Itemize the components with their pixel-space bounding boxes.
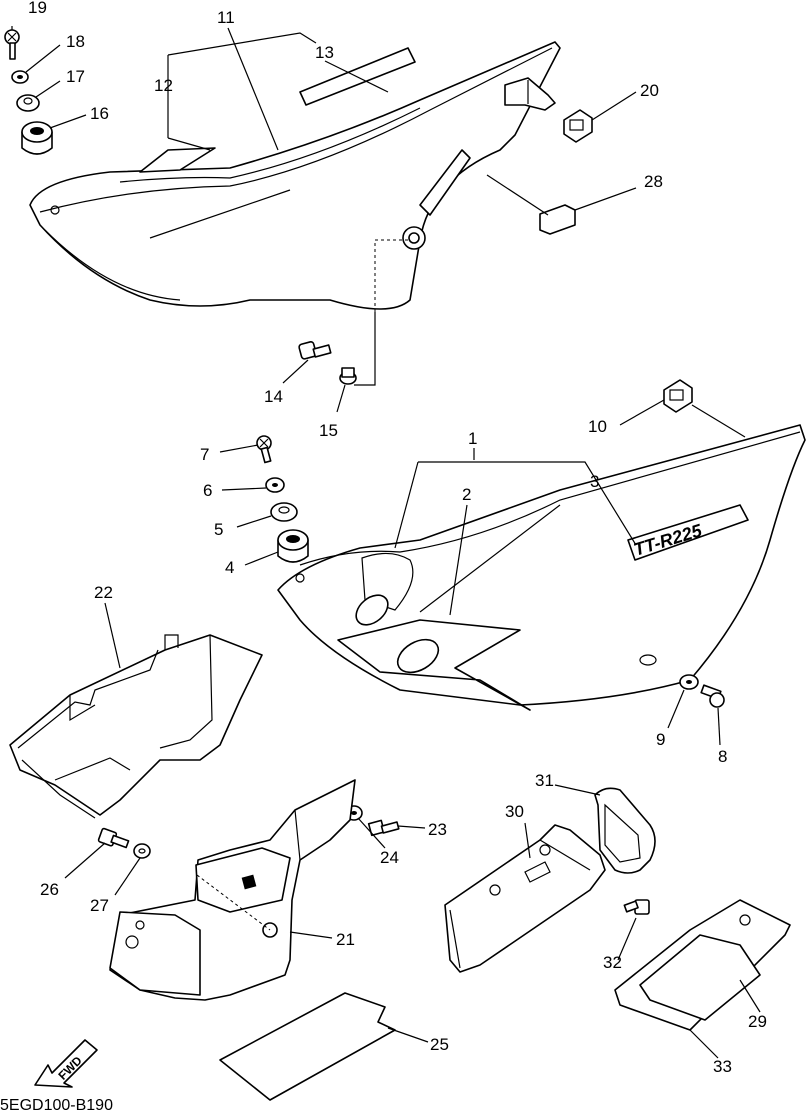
sheet-25 [219,992,396,1101]
callout-29: 29 [748,1012,767,1031]
callout-15: 15 [319,421,338,440]
callout-16: 16 [90,104,109,123]
nut-6-icon [265,477,285,493]
nut-18-icon [11,70,29,84]
collar-9-icon [679,674,699,690]
callout-23: 23 [428,820,447,839]
bolt-15-icon [339,367,357,385]
callout-14: 14 [264,387,283,406]
callout-2: 2 [462,485,471,504]
bolt-23-icon [367,819,400,837]
grommet-4-icon [277,529,309,563]
callout-20: 20 [640,81,659,100]
callout-22: 22 [94,583,113,602]
collar-17-icon [16,94,40,112]
callout-32: 32 [603,953,622,972]
screw-7-icon [256,435,272,464]
callout-27: 27 [90,896,109,915]
callout-28: 28 [644,172,663,191]
strap-31 [594,787,656,874]
callout-10: 10 [588,417,607,436]
upper-side-cover [29,41,561,310]
callout-30: 30 [505,802,524,821]
callout-21: 21 [336,930,355,949]
callout-1: 1 [468,429,477,448]
callout-6: 6 [203,481,212,500]
callout-31: 31 [535,771,554,790]
damper-20-icon [563,109,593,143]
bolt-14-icon [298,341,332,360]
washer-27-icon [133,843,151,859]
damper-10-icon [663,379,693,413]
hardware [4,29,725,915]
diagram-code: 5EGD100-B190 [0,1097,113,1112]
callout-24: 24 [380,848,399,867]
grommet-16-icon [21,121,53,155]
bracket-22 [9,634,263,819]
callout-17: 17 [66,67,85,86]
callout-12: 12 [154,76,173,95]
leader-lines [11,26,761,1059]
screw-19-icon [4,29,20,60]
callout-9: 9 [656,730,665,749]
callout-19: 19 [28,0,47,17]
pad-28-icon [539,204,576,235]
callout-13: 13 [315,43,334,62]
bolt-32-icon [623,899,650,915]
lower-side-cover: TT-R225 [277,424,806,711]
callout-33: 33 [713,1057,732,1076]
callout-5: 5 [214,520,223,539]
callout-11: 11 [217,8,235,27]
callout-4: 4 [225,558,234,577]
callout-18: 18 [66,32,85,51]
callout-3: 3 [590,472,599,491]
cover-33 [614,899,791,1031]
callout-7: 7 [200,445,209,464]
bolt-8-icon [700,684,725,708]
callout-8: 8 [718,747,727,766]
callout-labels: 19 18 17 16 11 12 13 20 28 14 15 1 2 3 7… [28,0,767,1076]
bolt-26-icon [97,827,130,849]
holder-21 [109,779,356,1001]
fwd-arrow-icon: FWD [34,1039,98,1088]
toolbox-30 [444,824,606,973]
collar-5-icon [270,502,298,522]
callout-26: 26 [40,880,59,899]
callout-25: 25 [430,1035,449,1054]
